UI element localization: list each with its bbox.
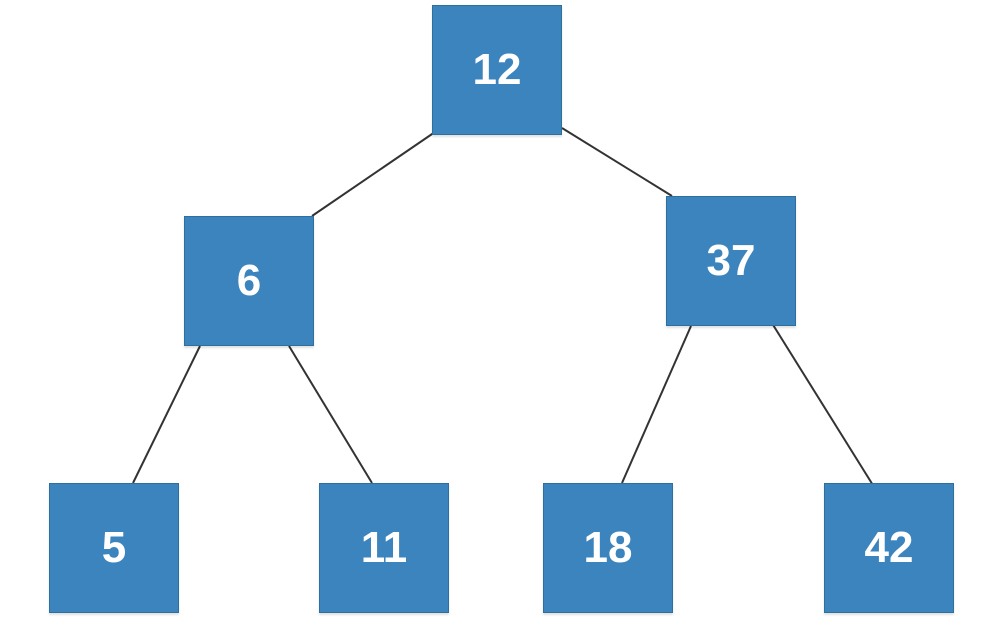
edge-12-37 (561, 127, 673, 197)
edge-37-18 (621, 325, 692, 484)
edge-12-6 (311, 131, 436, 217)
tree-node-42: 42 (824, 483, 954, 613)
tree-node-11: 11 (319, 483, 449, 613)
tree-node-12: 12 (432, 5, 562, 135)
tree-node-18: 18 (543, 483, 673, 613)
edge-37-42 (769, 319, 877, 491)
edge-6-5 (132, 345, 201, 484)
edge-6-11 (288, 345, 373, 484)
tree-node-5: 5 (49, 483, 179, 613)
tree-node-6: 6 (184, 216, 314, 346)
tree-node-37: 37 (666, 196, 796, 326)
